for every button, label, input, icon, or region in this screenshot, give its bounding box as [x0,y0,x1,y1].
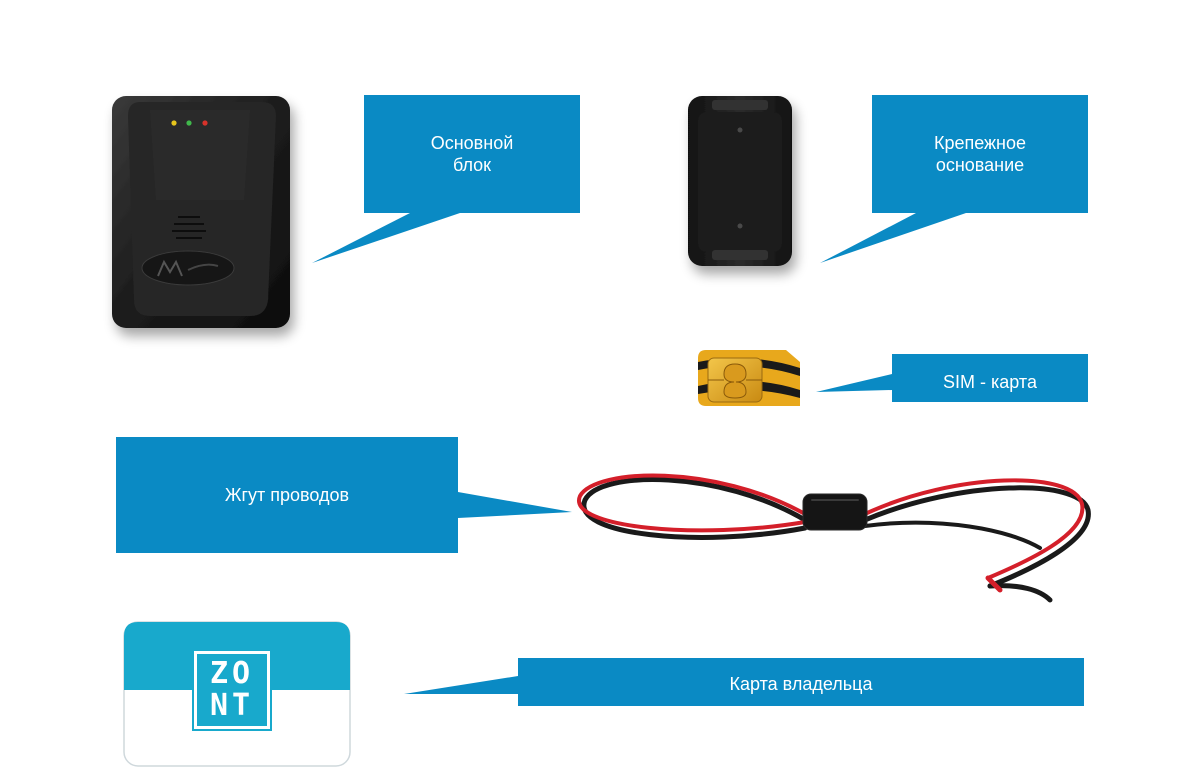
sim-card-image [698,350,800,406]
callout-wire-harness [116,437,572,553]
label-sim-card: SIM - карта [943,372,1037,392]
label-owner-card: Карта владельца [729,674,873,694]
cable-tie-icon [802,493,868,531]
mounting-base-image [688,96,792,266]
callout-main-unit [312,95,580,263]
label-mounting-base: Крепежное основание [933,133,1027,175]
zont-logo-bottom: NT [209,688,255,723]
screw-hole-icon [737,127,743,133]
led-green-icon [186,120,192,126]
callout-owner-card [404,658,1084,706]
callout-mounting-base [820,95,1088,263]
screw-hole-icon [737,223,743,229]
zont-logo: ZO NT [192,649,272,731]
speaker-grille-icon [172,216,206,239]
label-main-unit: Основной блок [430,133,514,175]
led-yellow-icon [171,120,177,126]
label-wire-harness: Жгут проводов [224,485,350,505]
main-unit-image [112,96,290,328]
led-red-icon [202,120,208,126]
callout-sim-card [816,354,1088,402]
zont-logo-top: ZO [209,656,255,691]
brand-badge-icon [141,250,235,286]
wire-harness-image [577,473,1091,603]
